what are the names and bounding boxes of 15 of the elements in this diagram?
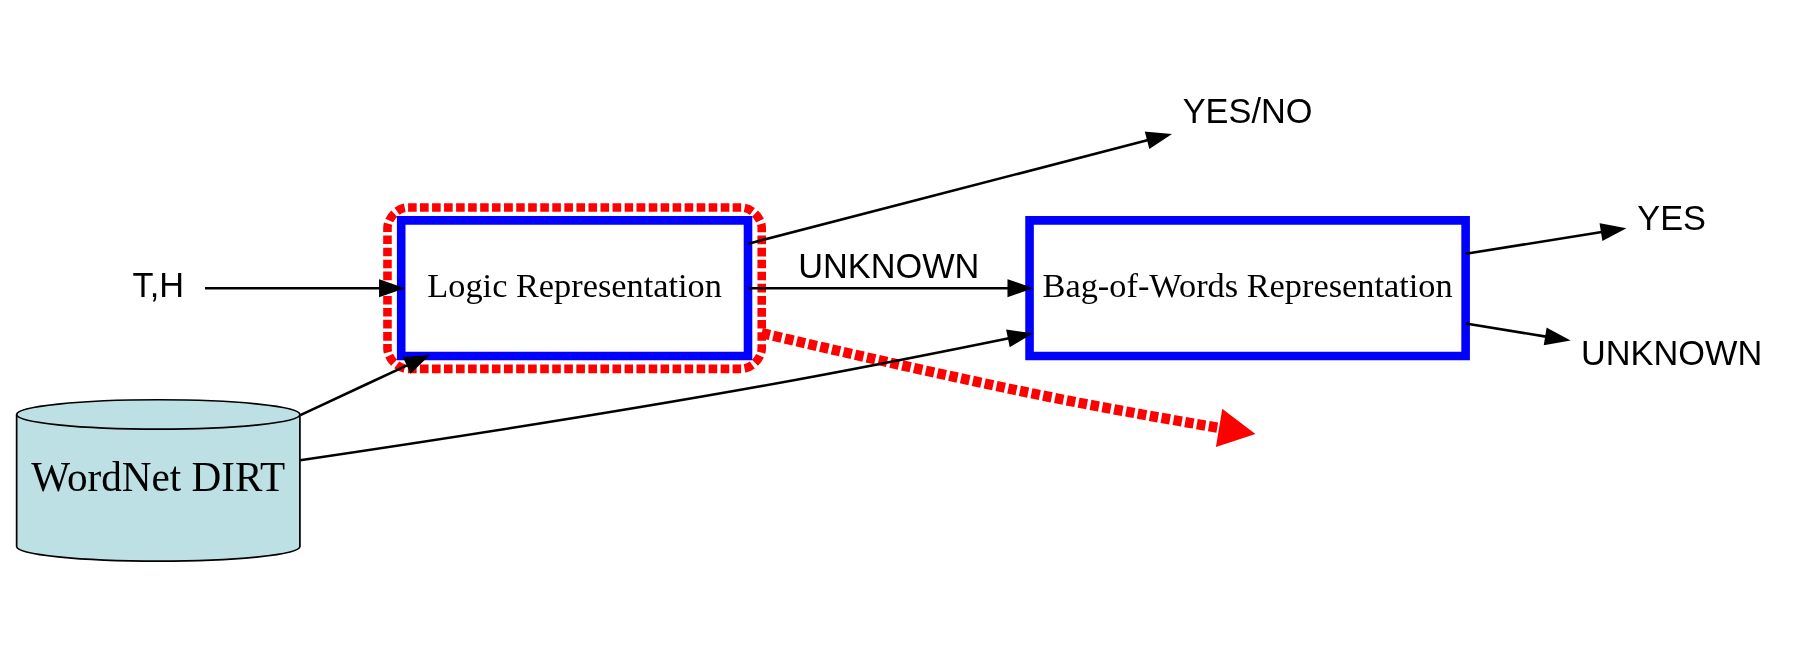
arrow <box>1465 223 1627 255</box>
arrow <box>760 328 1256 447</box>
node-text: YES <box>1637 198 1706 237</box>
arrow <box>299 329 1034 462</box>
node-text: UNKNOWN <box>1581 334 1763 373</box>
arrow <box>748 131 1173 245</box>
node-box: Bag-of-Words Representation <box>1025 216 1470 361</box>
node-box: Logic Representation <box>396 216 753 361</box>
node-text: T,H <box>132 265 185 304</box>
arrow <box>299 354 431 417</box>
arrow <box>1465 322 1571 346</box>
edge-label: UNKNOWN <box>798 246 980 285</box>
node-text: YES/NO <box>1182 92 1313 131</box>
arrow <box>205 279 405 298</box>
arrow <box>748 279 1034 298</box>
